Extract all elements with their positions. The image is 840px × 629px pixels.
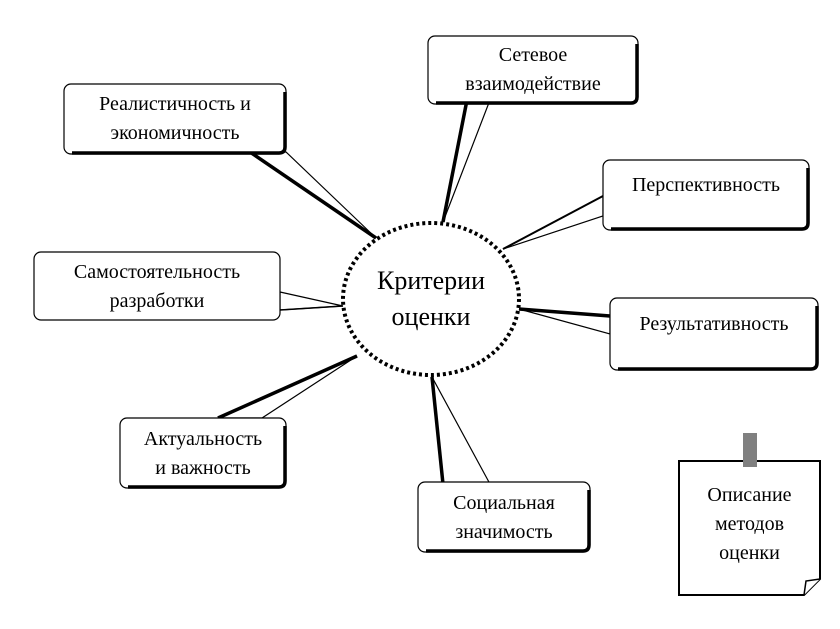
pointer-relevance (217, 354, 358, 420)
pointer-independence (279, 291, 344, 311)
pointer-network (441, 99, 491, 223)
box-network (427, 35, 639, 105)
label-independence: Самостоятельность разработки (73, 261, 241, 312)
box-prospects (602, 159, 810, 231)
label-social: Социальная значимость (453, 492, 555, 543)
label-effectiveness: Результативность (639, 313, 789, 335)
note-card (678, 433, 821, 596)
center-label: Критерии оценки (377, 266, 485, 331)
box-relevance (119, 417, 287, 489)
label-prospects: Перспективность (631, 174, 781, 196)
box-effectiveness (609, 297, 819, 371)
center-ellipse (341, 221, 521, 377)
pointer-social (430, 376, 492, 485)
pointer-prospects (502, 195, 604, 250)
box-realism (63, 83, 287, 155)
label-realism: Реалистичность и экономичность (99, 93, 251, 144)
pin-icon (743, 433, 757, 467)
box-independence (33, 251, 281, 321)
pointer-realism (248, 150, 377, 240)
box-social (417, 481, 591, 553)
pointer-effectiveness (518, 307, 611, 335)
label-relevance: Актуальность и важность (143, 428, 263, 479)
label-network: Сетевое взаимодействие (465, 44, 601, 95)
note-label: Описание методов оценки (707, 484, 792, 564)
